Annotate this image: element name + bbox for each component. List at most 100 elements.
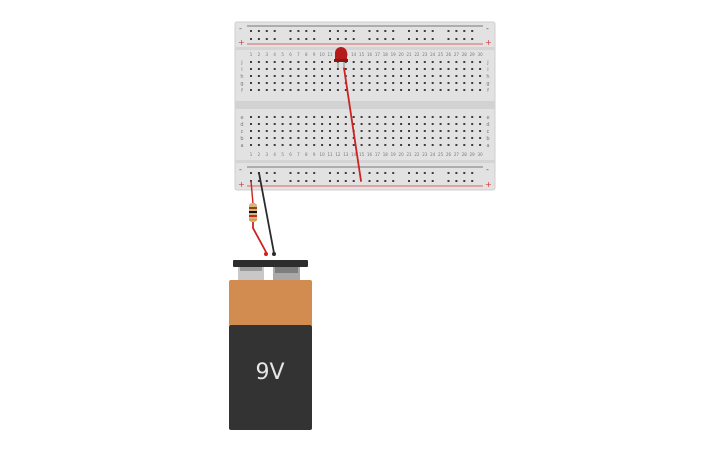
rail-hole[interactable] bbox=[471, 180, 474, 182]
rail-hole[interactable] bbox=[344, 172, 347, 174]
terminal-hole[interactable] bbox=[281, 61, 284, 63]
rail-hole[interactable] bbox=[471, 172, 474, 174]
terminal-hole[interactable] bbox=[344, 89, 347, 91]
terminal-hole[interactable] bbox=[455, 68, 458, 70]
terminal-hole[interactable] bbox=[281, 137, 284, 139]
terminal-hole[interactable] bbox=[479, 89, 482, 91]
terminal-hole[interactable] bbox=[297, 68, 300, 70]
rail-hole[interactable] bbox=[313, 30, 316, 32]
rail-hole[interactable] bbox=[392, 180, 395, 182]
terminal-hole[interactable] bbox=[423, 75, 426, 77]
terminal-hole[interactable] bbox=[439, 144, 442, 146]
terminal-hole[interactable] bbox=[415, 82, 418, 84]
terminal-hole[interactable] bbox=[431, 89, 434, 91]
terminal-hole[interactable] bbox=[384, 68, 387, 70]
terminal-hole[interactable] bbox=[455, 75, 458, 77]
rail-hole[interactable] bbox=[423, 30, 426, 32]
breadboard[interactable]: - + - + - + - + 112233445566778899101011… bbox=[234, 21, 496, 191]
terminal-hole[interactable] bbox=[257, 61, 260, 63]
terminal-hole[interactable] bbox=[384, 61, 387, 63]
terminal-hole[interactable] bbox=[455, 123, 458, 125]
terminal-hole[interactable] bbox=[463, 116, 466, 118]
terminal-hole[interactable] bbox=[329, 130, 331, 132]
terminal-hole[interactable] bbox=[415, 123, 418, 125]
rail-hole[interactable] bbox=[250, 172, 252, 174]
terminal-hole[interactable] bbox=[360, 82, 363, 84]
terminal-hole[interactable] bbox=[400, 89, 403, 91]
rail-hole[interactable] bbox=[265, 172, 268, 174]
terminal-hole[interactable] bbox=[250, 68, 252, 70]
terminal-hole[interactable] bbox=[352, 144, 355, 146]
rail-hole[interactable] bbox=[392, 38, 395, 40]
rail-hole[interactable] bbox=[250, 38, 252, 40]
terminal-hole[interactable] bbox=[415, 61, 418, 63]
terminal-hole[interactable] bbox=[376, 68, 379, 70]
rail-hole[interactable] bbox=[352, 180, 355, 182]
terminal-hole[interactable] bbox=[392, 61, 395, 63]
rail-hole[interactable] bbox=[384, 180, 387, 182]
terminal-hole[interactable] bbox=[368, 82, 371, 84]
terminal-hole[interactable] bbox=[329, 61, 331, 63]
rail-hole[interactable] bbox=[408, 180, 410, 182]
red-wire-resistor-to-battery[interactable] bbox=[252, 221, 267, 253]
terminal-hole[interactable] bbox=[297, 82, 300, 84]
terminal-hole[interactable] bbox=[352, 75, 355, 77]
terminal-hole[interactable] bbox=[431, 137, 434, 139]
terminal-hole[interactable] bbox=[415, 89, 418, 91]
terminal-hole[interactable] bbox=[423, 130, 426, 132]
terminal-hole[interactable] bbox=[439, 130, 442, 132]
terminal-hole[interactable] bbox=[305, 75, 308, 77]
terminal-hole[interactable] bbox=[265, 137, 268, 139]
rail-hole[interactable] bbox=[368, 172, 371, 174]
rail-hole[interactable] bbox=[408, 172, 410, 174]
terminal-hole[interactable] bbox=[368, 75, 371, 77]
rail-hole[interactable] bbox=[289, 172, 292, 174]
terminal-hole[interactable] bbox=[423, 82, 426, 84]
terminal-hole[interactable] bbox=[423, 116, 426, 118]
terminal-hole[interactable] bbox=[376, 82, 379, 84]
terminal-hole[interactable] bbox=[265, 116, 268, 118]
rail-hole[interactable] bbox=[344, 38, 347, 40]
terminal-hole[interactable] bbox=[329, 89, 331, 91]
terminal-hole[interactable] bbox=[321, 130, 324, 132]
terminal-hole[interactable] bbox=[392, 144, 395, 146]
rail-hole[interactable] bbox=[297, 38, 300, 40]
terminal-hole[interactable] bbox=[455, 61, 458, 63]
terminal-hole[interactable] bbox=[273, 123, 276, 125]
terminal-hole[interactable] bbox=[415, 116, 418, 118]
terminal-hole[interactable] bbox=[360, 75, 363, 77]
terminal-hole[interactable] bbox=[471, 116, 474, 118]
rail-hole[interactable] bbox=[447, 180, 450, 182]
terminal-hole[interactable] bbox=[360, 89, 363, 91]
wires[interactable] bbox=[250, 67, 362, 256]
terminal-hole[interactable] bbox=[400, 82, 403, 84]
terminal-hole[interactable] bbox=[321, 89, 324, 91]
terminal-hole[interactable] bbox=[439, 68, 442, 70]
terminal-hole[interactable] bbox=[392, 137, 395, 139]
terminal-hole[interactable] bbox=[250, 123, 252, 125]
terminal-hole[interactable] bbox=[431, 82, 434, 84]
terminal-hole[interactable] bbox=[431, 123, 434, 125]
terminal-hole[interactable] bbox=[289, 89, 292, 91]
terminal-hole[interactable] bbox=[297, 61, 300, 63]
rail-hole[interactable] bbox=[305, 180, 308, 182]
terminal-hole[interactable] bbox=[321, 61, 324, 63]
terminal-hole[interactable] bbox=[447, 82, 450, 84]
terminal-hole[interactable] bbox=[463, 89, 466, 91]
terminal-hole[interactable] bbox=[281, 75, 284, 77]
terminal-hole[interactable] bbox=[329, 123, 331, 125]
rail-hole[interactable] bbox=[289, 30, 292, 32]
terminal-hole[interactable] bbox=[321, 116, 324, 118]
terminal-hole[interactable] bbox=[289, 130, 292, 132]
terminal-hole[interactable] bbox=[376, 137, 379, 139]
terminal-hole[interactable] bbox=[289, 137, 292, 139]
terminal-hole[interactable] bbox=[313, 68, 316, 70]
terminal-hole[interactable] bbox=[289, 68, 292, 70]
terminal-hole[interactable] bbox=[336, 116, 339, 118]
terminal-hole[interactable] bbox=[447, 68, 450, 70]
terminal-hole[interactable] bbox=[313, 137, 316, 139]
terminal-hole[interactable] bbox=[471, 137, 474, 139]
terminal-hole[interactable] bbox=[360, 61, 363, 63]
terminal-hole[interactable] bbox=[439, 89, 442, 91]
terminal-hole[interactable] bbox=[305, 61, 308, 63]
